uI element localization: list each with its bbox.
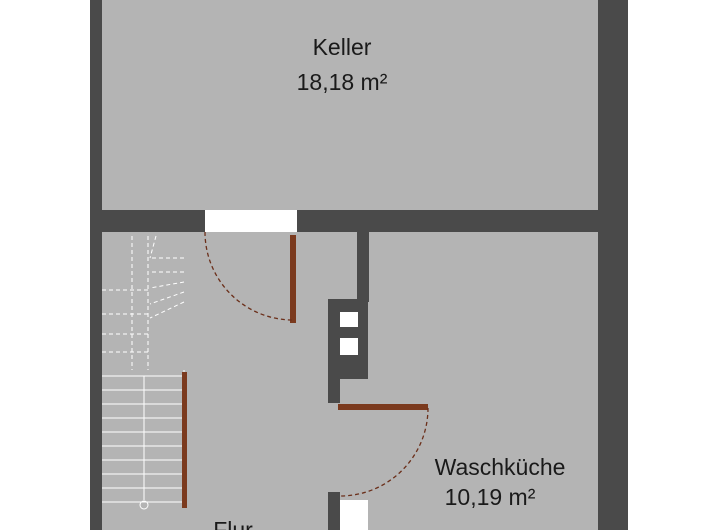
- partition-wall-upper: [357, 232, 369, 302]
- door-keller-swing: [204, 231, 294, 321]
- room-flur-name: Flur: [213, 517, 253, 530]
- door-keller-leaf: [290, 235, 296, 323]
- stairs-lower-solid: [102, 370, 185, 510]
- interior-wall-left: [100, 210, 205, 232]
- chimney-flue-1: [340, 312, 358, 327]
- room-waschkueche-area: 10,19 m²: [445, 484, 536, 510]
- keller-floor: [100, 0, 598, 210]
- staircase: [102, 235, 185, 510]
- chimney-flue-2: [340, 338, 358, 355]
- interior-wall-right: [297, 210, 598, 232]
- partition-wall-mid: [328, 379, 340, 403]
- door-waschkueche-leaf: [338, 404, 428, 410]
- room-keller-name: Keller: [313, 34, 372, 60]
- exterior-wall-right: [598, 0, 628, 530]
- door-waschkueche-swing: [339, 407, 429, 497]
- room-waschkueche-name: Waschküche: [435, 454, 566, 480]
- stair-handrail: [182, 372, 187, 508]
- stairs-upper-dashed: [102, 235, 185, 370]
- room-keller-area: 18,18 m²: [297, 69, 388, 95]
- waschkueche-floor: [368, 232, 598, 530]
- exterior-wall-left: [90, 0, 102, 530]
- partition-wall-lower: [328, 492, 340, 530]
